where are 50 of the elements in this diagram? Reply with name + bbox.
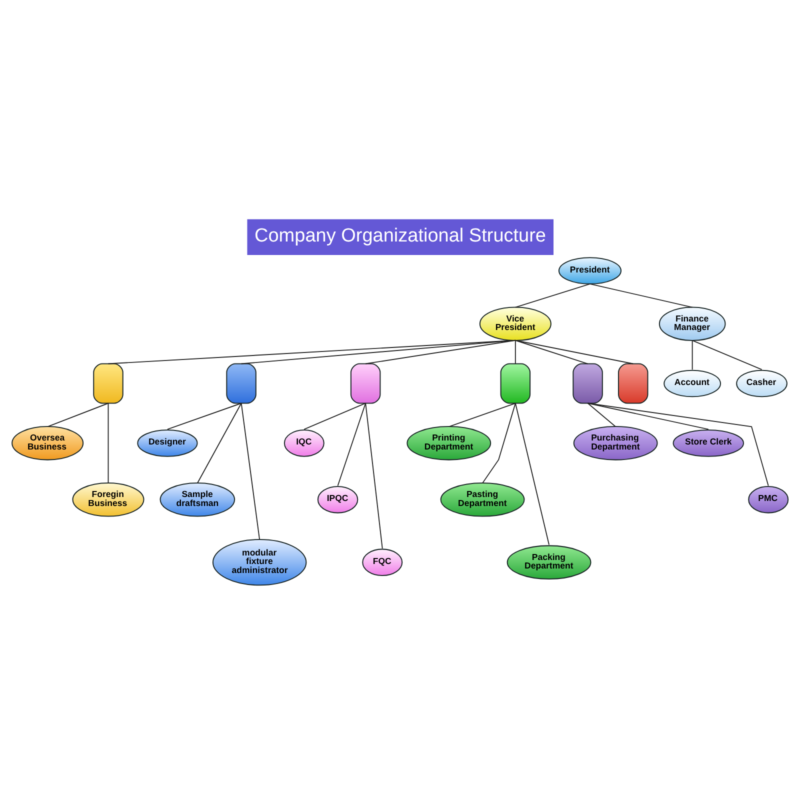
node-ellipse: Store Clerk (672, 429, 744, 456)
connector (448, 402, 516, 427)
connector (587, 402, 616, 427)
connector (514, 339, 588, 364)
node-ellipse: Purchasing Department (573, 426, 658, 460)
node-ellipse: modular fixture administrator (212, 538, 307, 586)
connector (108, 402, 109, 484)
connector (108, 339, 516, 364)
node-ellipse: IPQC (317, 485, 358, 513)
connector (240, 339, 516, 364)
connector (587, 402, 709, 430)
diagram-title: Company Organizational Structure (254, 225, 546, 246)
node-ellipse: Casher (736, 369, 788, 397)
connector (365, 402, 383, 548)
node-ellipse: President (558, 256, 622, 284)
connector (482, 402, 516, 484)
node-ellipse: Printing Department (406, 426, 492, 460)
connector (514, 282, 590, 308)
node-ellipse: Packing Department (506, 544, 592, 579)
connector (590, 282, 693, 308)
connector (692, 339, 693, 370)
connector (514, 402, 550, 545)
node-ellipse: PMC (748, 485, 789, 513)
node-ellipse: Finance Manager (658, 306, 726, 340)
node-ellipse: Oversea Business (12, 426, 84, 460)
node-box (572, 362, 603, 404)
node-box (350, 362, 381, 404)
node-ellipse: Foregin Business (72, 482, 144, 516)
connector (196, 402, 242, 484)
node-box (226, 362, 256, 404)
node-ellipse: IQC (284, 429, 324, 456)
node-ellipse: Pasting Department (440, 482, 525, 516)
connector (304, 402, 366, 430)
node-ellipse: Sample draftsman (160, 482, 236, 516)
node-box (500, 362, 531, 404)
connector (514, 339, 634, 364)
connector (167, 402, 242, 430)
connector (514, 339, 516, 364)
connector (365, 339, 516, 364)
node-ellipse: Vice President (479, 306, 552, 340)
connector (47, 402, 109, 427)
connector (240, 402, 260, 540)
connector (692, 339, 762, 370)
node-box (618, 362, 648, 404)
node-ellipse: Account (664, 369, 722, 397)
node-ellipse: FQC (362, 548, 403, 576)
node-box (93, 362, 124, 404)
connector (587, 402, 769, 486)
connector (337, 402, 366, 486)
node-ellipse: Designer (137, 429, 198, 456)
